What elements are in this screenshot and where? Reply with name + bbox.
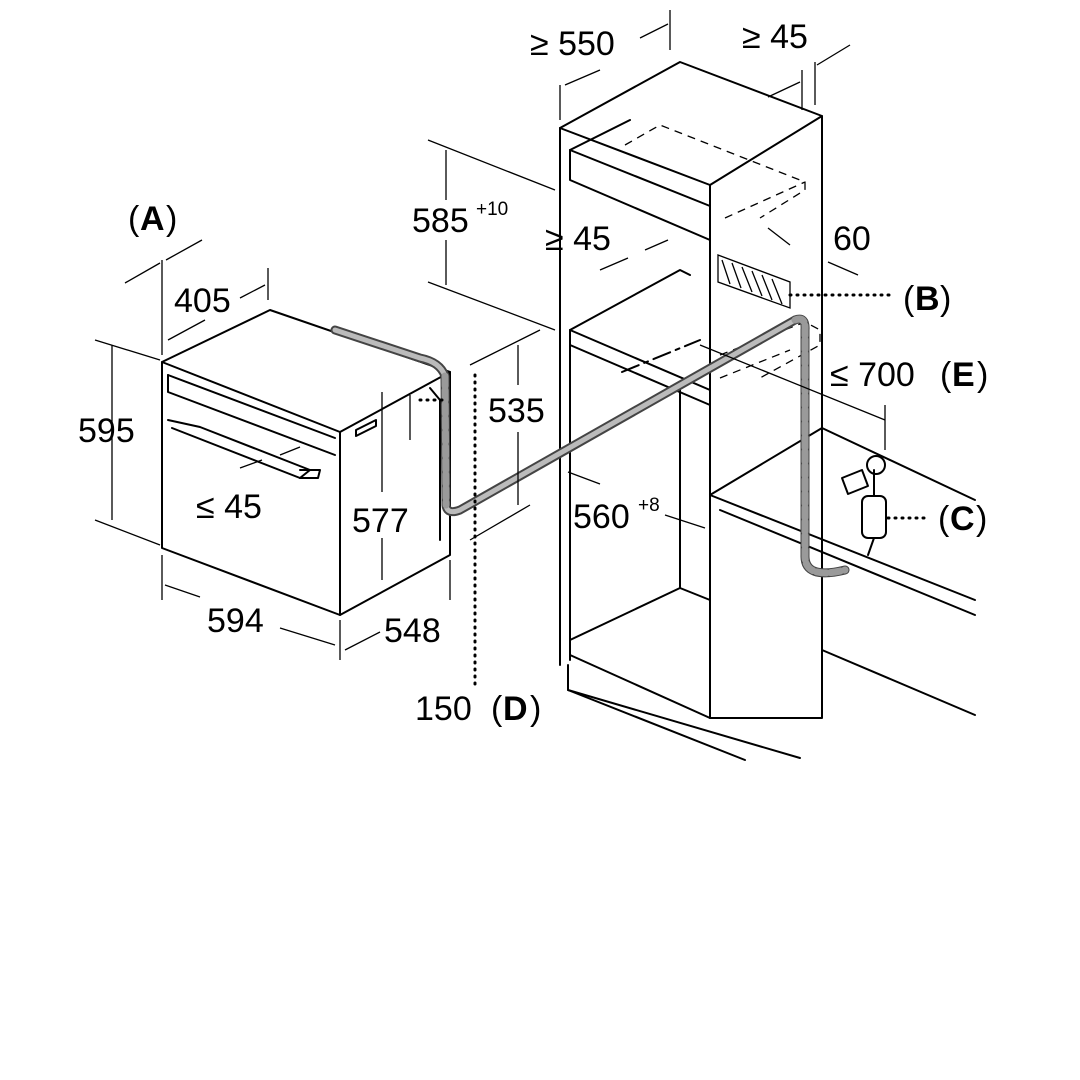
oven (161, 309, 451, 616)
label-cab-depth: ≥ 550 (530, 25, 615, 63)
vent-hatch (721, 259, 783, 305)
callout-b: B (915, 280, 940, 318)
label-body-height: 577 (352, 502, 409, 540)
leader-lines (418, 293, 932, 687)
callout-c: C (950, 500, 975, 538)
label-top-gap: ≥ 45 (742, 18, 808, 56)
label-socket-distance: 150 (415, 690, 472, 728)
label-mid-height: 585 (412, 202, 469, 240)
callout-d-open: ( (491, 690, 503, 728)
dimension-lines (94, 10, 886, 660)
callout-c-open: ( (938, 500, 950, 538)
tall-cabinet (559, 61, 976, 761)
callout-a-close: ) (166, 200, 177, 238)
callout-d-close: ) (530, 690, 541, 728)
callout-e-close: ) (977, 356, 988, 394)
label-cable-length: ≤ 700 (830, 356, 915, 394)
label-inner-height: 535 (488, 392, 545, 430)
callout-a: A (140, 200, 165, 238)
callout-d: D (503, 690, 528, 728)
water-tap (841, 455, 887, 556)
label-oven-height: 595 (78, 412, 135, 450)
label-niche-width-tol: +8 (638, 495, 660, 516)
callout-b-close: ) (940, 280, 951, 318)
label-vent-gap: ≥ 45 (545, 220, 611, 258)
label-plinth-60: 60 (833, 220, 871, 258)
callout-e: E (952, 356, 975, 394)
label-niche-width: 560 (573, 498, 630, 536)
callout-b-open: ( (903, 280, 915, 318)
label-oven-depth-back: 405 (174, 282, 231, 320)
label-mid-height-tol: +10 (476, 199, 508, 220)
supply-hose (330, 314, 850, 578)
label-oven-depth: 548 (384, 612, 441, 650)
label-oven-width: 594 (207, 602, 264, 640)
label-door-gap: ≤ 45 (196, 488, 262, 526)
callout-e-open: ( (940, 356, 952, 394)
labels: ≥ 550 ≥ 45 585 +10 ≥ 45 60 ( B ) ( A ) 4… (78, 18, 988, 728)
callout-a-open: ( (128, 200, 140, 238)
callout-c-close: ) (976, 500, 987, 538)
